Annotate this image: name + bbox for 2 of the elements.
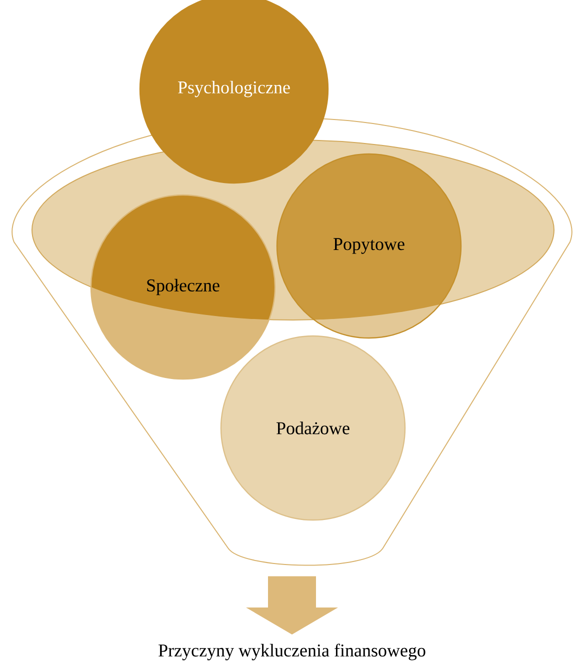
caption-text: Przyczyny wykluczenia finansowego [158,644,426,660]
block-arrow [246,576,338,635]
